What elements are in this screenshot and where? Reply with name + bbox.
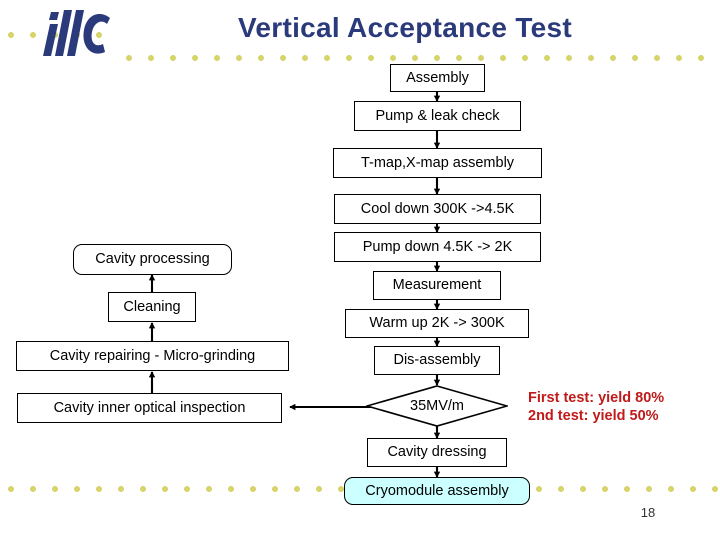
flow-node-cleaning[interactable]: Cleaning (108, 292, 196, 322)
decorative-dot-rule-top-left (0, 32, 118, 38)
flow-node-pump-leak-check[interactable]: Pump & leak check (354, 101, 521, 131)
flow-node-label: Cavity processing (95, 251, 210, 268)
flow-node-label: Pump & leak check (375, 107, 500, 124)
flow-node-cryomodule-assembly[interactable]: Cryomodule assembly (344, 477, 530, 505)
flow-node-label: Measurement (392, 277, 482, 294)
flow-node-label: Cleaning (123, 298, 181, 315)
flow-node-cavity-dressing[interactable]: Cavity dressing (367, 438, 507, 467)
flow-node-label: T-map,X-map assembly (360, 154, 515, 171)
decorative-dot-rule-top-right (118, 55, 720, 61)
flow-node-label: Assembly (406, 69, 469, 86)
yield-annotation-line-1: First test: yield 80% (528, 390, 665, 406)
flow-node-label: Dis-assembly (393, 352, 481, 369)
yield-annotation: First test: yield 80% 2nd test: yield 50… (528, 389, 664, 425)
diamond-shape (366, 385, 508, 427)
flow-node-label: Cryomodule assembly (365, 482, 509, 499)
flow-node-label: Cavity inner optical inspection (53, 399, 246, 416)
flow-node-gradient-test-decision[interactable]: 35MV/m (366, 385, 508, 427)
flow-node-tmap-xmap-assembly[interactable]: T-map,X-map assembly (333, 148, 542, 178)
flow-node-dis-assembly[interactable]: Dis-assembly (374, 346, 500, 375)
flow-node-label: Warm up 2K -> 300K (369, 315, 505, 332)
flow-node-assembly[interactable]: Assembly (390, 64, 485, 92)
flow-node-cavity-inner-optical-inspection[interactable]: Cavity inner optical inspection (17, 393, 282, 423)
ilc-logo (38, 6, 116, 62)
flow-node-warm-up[interactable]: Warm up 2K -> 300K (345, 309, 529, 338)
page-number: 18 (640, 505, 656, 520)
flow-node-label: Cavity repairing - Micro-grinding (49, 347, 256, 364)
flow-node-cavity-repairing[interactable]: Cavity repairing - Micro-grinding (16, 341, 289, 371)
flow-node-label: Pump down 4.5K -> 2K (362, 238, 513, 255)
flow-node-measurement[interactable]: Measurement (373, 271, 501, 300)
flow-node-label: 35MV/m (410, 398, 464, 414)
flow-node-label: Cavity dressing (387, 444, 487, 461)
flow-node-cool-down[interactable]: Cool down 300K ->4.5K (334, 194, 541, 224)
page-title: Vertical Acceptance Test (237, 12, 573, 43)
flow-node-pump-down[interactable]: Pump down 4.5K -> 2K (334, 232, 541, 262)
flow-node-label: Cool down 300K ->4.5K (360, 200, 515, 217)
flow-node-cavity-processing[interactable]: Cavity processing (73, 244, 232, 275)
yield-annotation-line-2: 2nd test: yield 50% (528, 408, 659, 424)
